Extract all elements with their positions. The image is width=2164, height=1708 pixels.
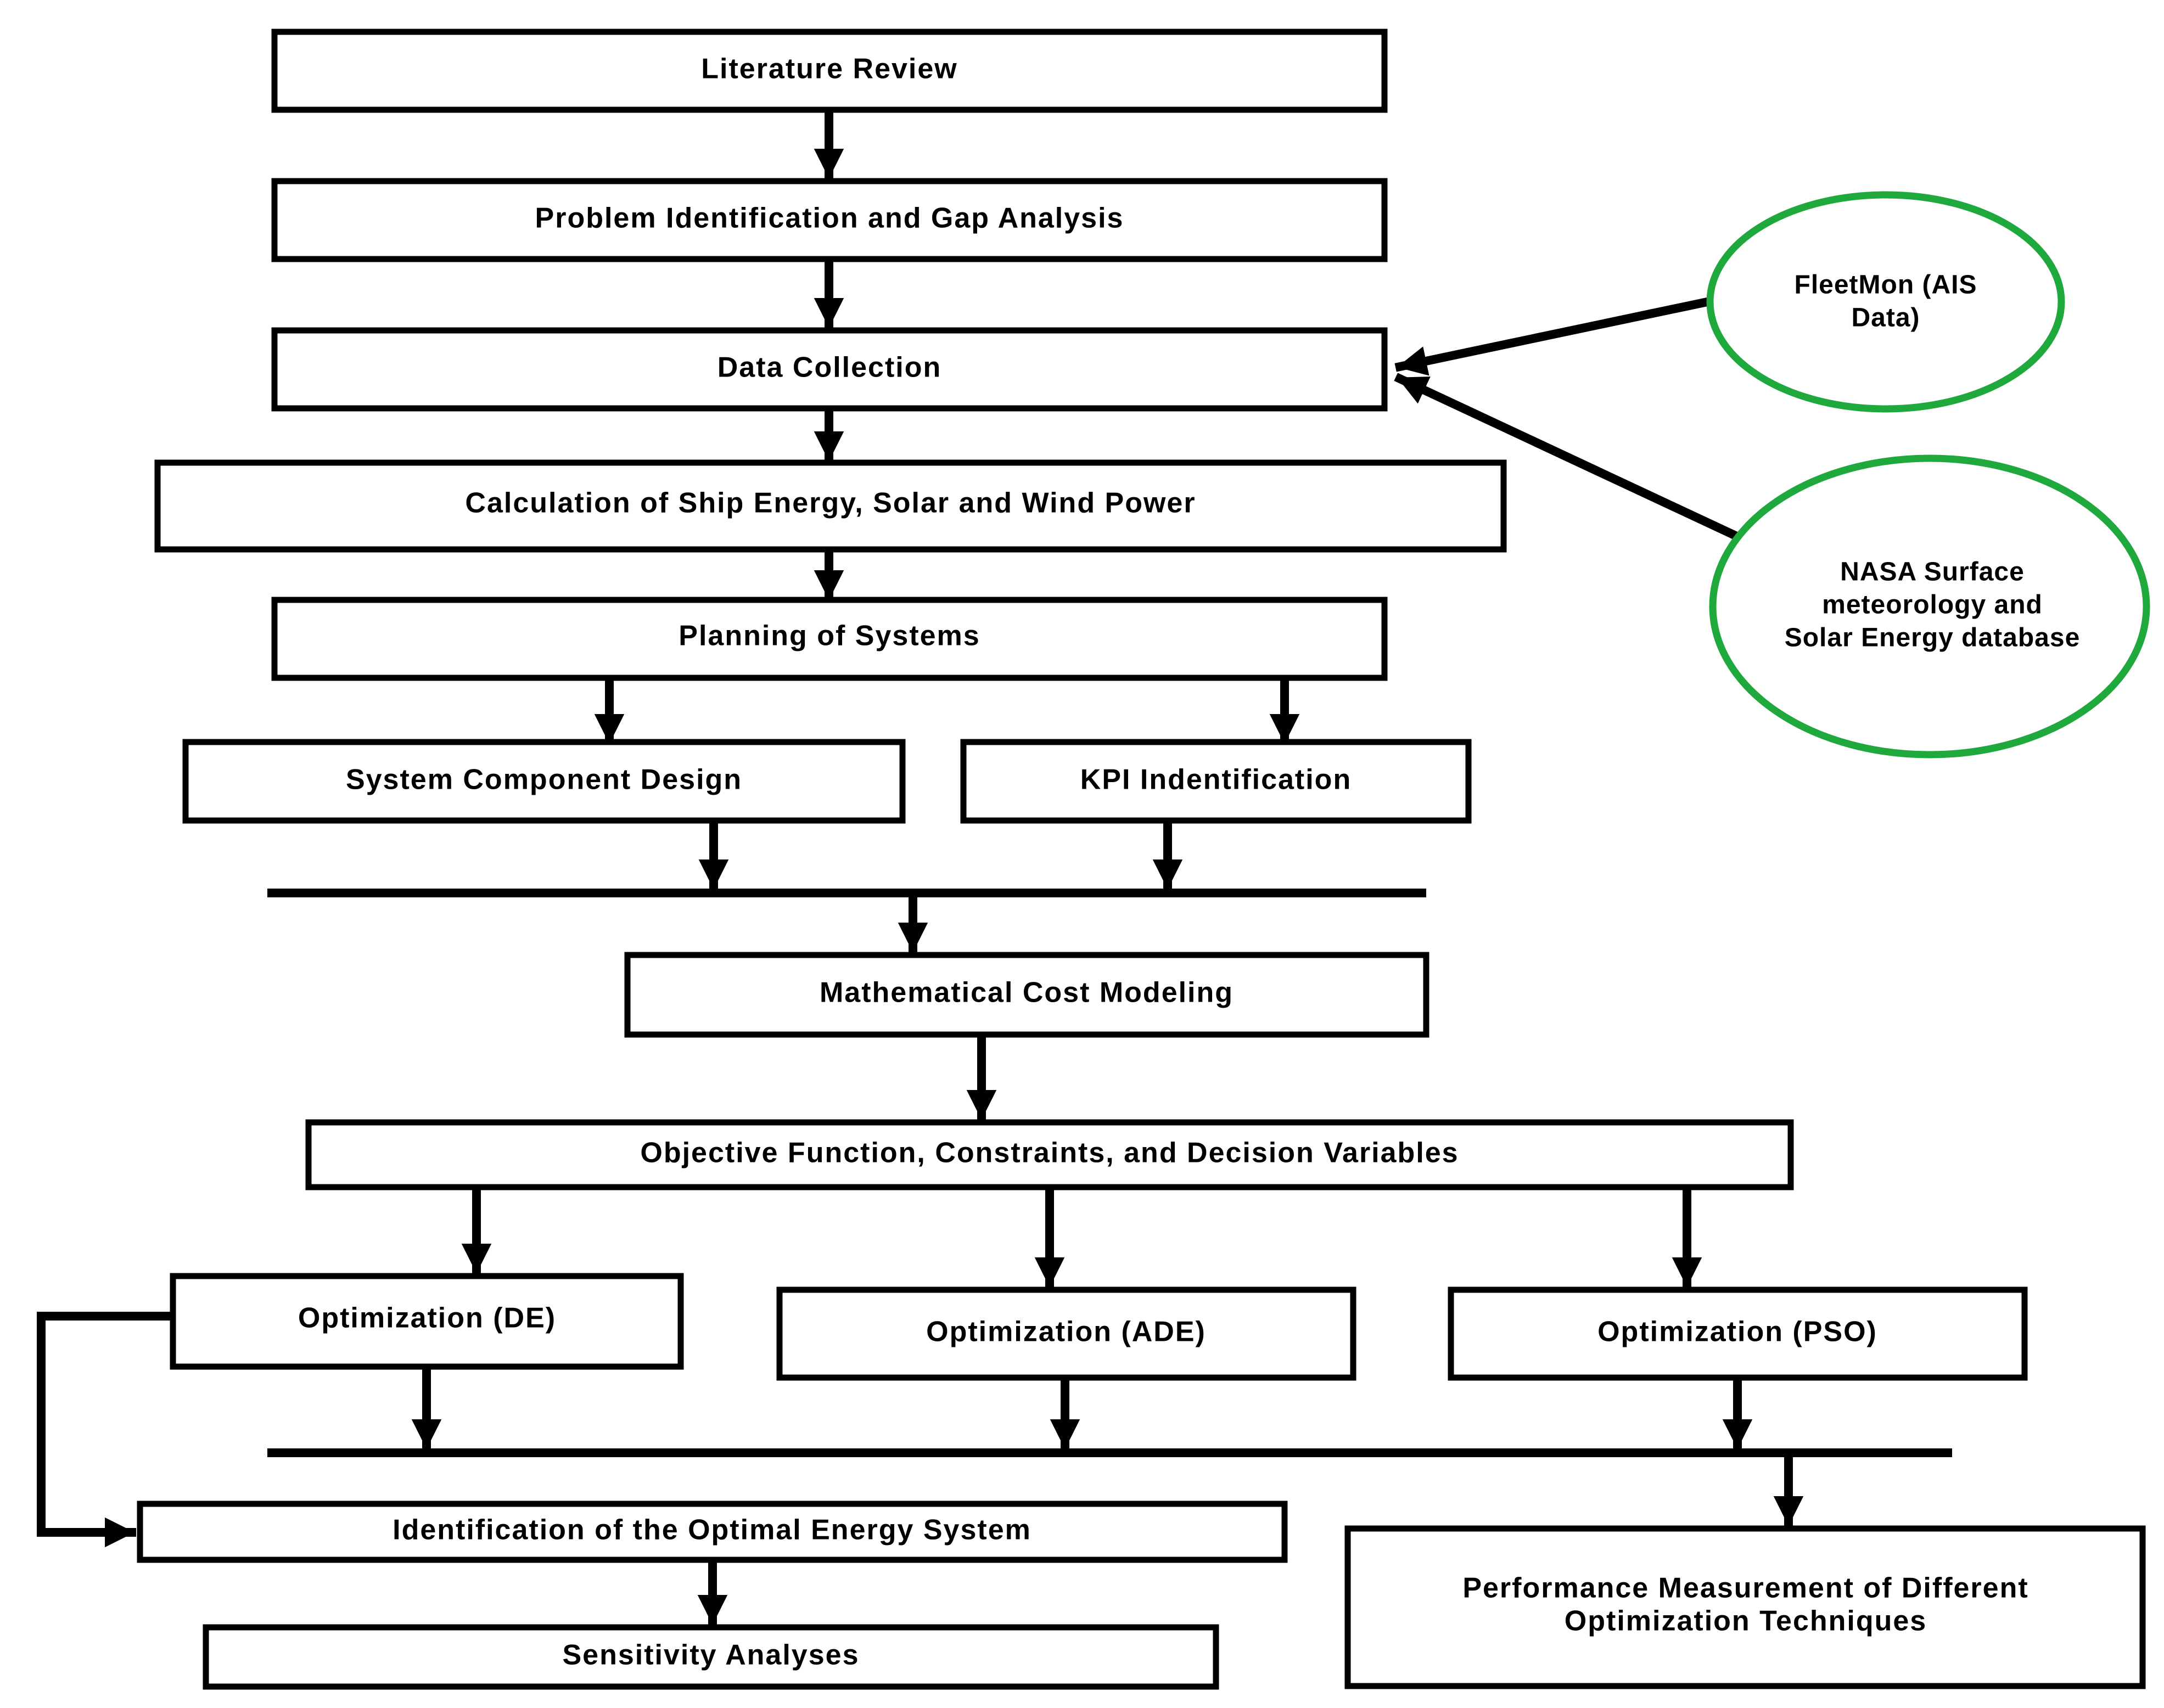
problem-identification-label: Problem Identification and Gap Analysis	[535, 203, 1124, 234]
objective-function-label: Objective Function, Constraints, and Dec…	[640, 1137, 1459, 1169]
planning-box: Planning of Systems	[271, 597, 1388, 681]
arrow-de-to-optimal-loop	[37, 1312, 180, 1548]
nasa-label-line2: meteorology and	[1822, 591, 2043, 620]
kpi-identification-box: KPI Indentification	[960, 739, 1472, 824]
arrow-fleetmon-to-data	[1394, 296, 1713, 376]
cost-modeling-box: Mathematical Cost Modeling	[624, 952, 1429, 1038]
optimization-ade-box: Optimization (ADE)	[776, 1286, 1356, 1381]
calculation-label: Calculation of Ship Energy, Solar and Wi…	[465, 487, 1196, 519]
sensitivity-analyses-label: Sensitivity Analyses	[563, 1639, 860, 1671]
fleetmon-label-line1: FleetMon (AIS	[1795, 271, 1977, 300]
optimization-ade-label: Optimization (ADE)	[926, 1316, 1206, 1348]
data-collection-box: Data Collection	[271, 327, 1388, 412]
fleetmon-source-oval: FleetMon (AIS Data)	[1706, 191, 2065, 413]
planning-label: Planning of Systems	[679, 620, 980, 652]
nasa-label-line1: NASA Surface	[1840, 558, 2025, 587]
calculation-box: Calculation of Ship Energy, Solar and Wi…	[154, 459, 1507, 553]
performance-measurement-label-line2: Optimization Techniques	[1565, 1605, 1927, 1637]
literature-review-label: Literature Review	[701, 53, 958, 85]
performance-measurement-box: Performance Measurement of Different Opt…	[1344, 1525, 2146, 1689]
optimization-de-box: Optimization (DE)	[170, 1273, 684, 1370]
sensitivity-analyses-box: Sensitivity Analyses	[203, 1624, 1219, 1690]
fleetmon-label-line2: Data)	[1851, 304, 1920, 333]
system-component-design-box: System Component Design	[182, 739, 906, 824]
cost-modeling-label: Mathematical Cost Modeling	[820, 977, 1234, 1009]
data-collection-label: Data Collection	[717, 352, 942, 384]
literature-review-box: Literature Review	[271, 29, 1388, 113]
optimization-pso-box: Optimization (PSO)	[1448, 1286, 2028, 1381]
system-component-design-label: System Component Design	[346, 764, 742, 796]
performance-measurement-label-line1: Performance Measurement of Different	[1462, 1572, 2028, 1604]
optimal-energy-system-label: Identification of the Optimal Energy Sys…	[393, 1514, 1031, 1546]
arrow-nasa-to-data	[1394, 373, 1746, 544]
problem-identification-box: Problem Identification and Gap Analysis	[271, 178, 1388, 262]
optimization-de-label: Optimization (DE)	[298, 1302, 556, 1334]
optimal-energy-system-box: Identification of the Optimal Energy Sys…	[137, 1501, 1288, 1563]
objective-function-box: Objective Function, Constraints, and Dec…	[305, 1119, 1794, 1190]
nasa-source-oval: NASA Surface meteorology and Solar Energ…	[1709, 454, 2150, 759]
connectors	[37, 108, 1952, 1626]
nasa-label-line3: Solar Energy database	[1785, 623, 2081, 653]
optimization-pso-label: Optimization (PSO)	[1597, 1316, 1877, 1348]
kpi-identification-label: KPI Indentification	[1080, 764, 1352, 796]
